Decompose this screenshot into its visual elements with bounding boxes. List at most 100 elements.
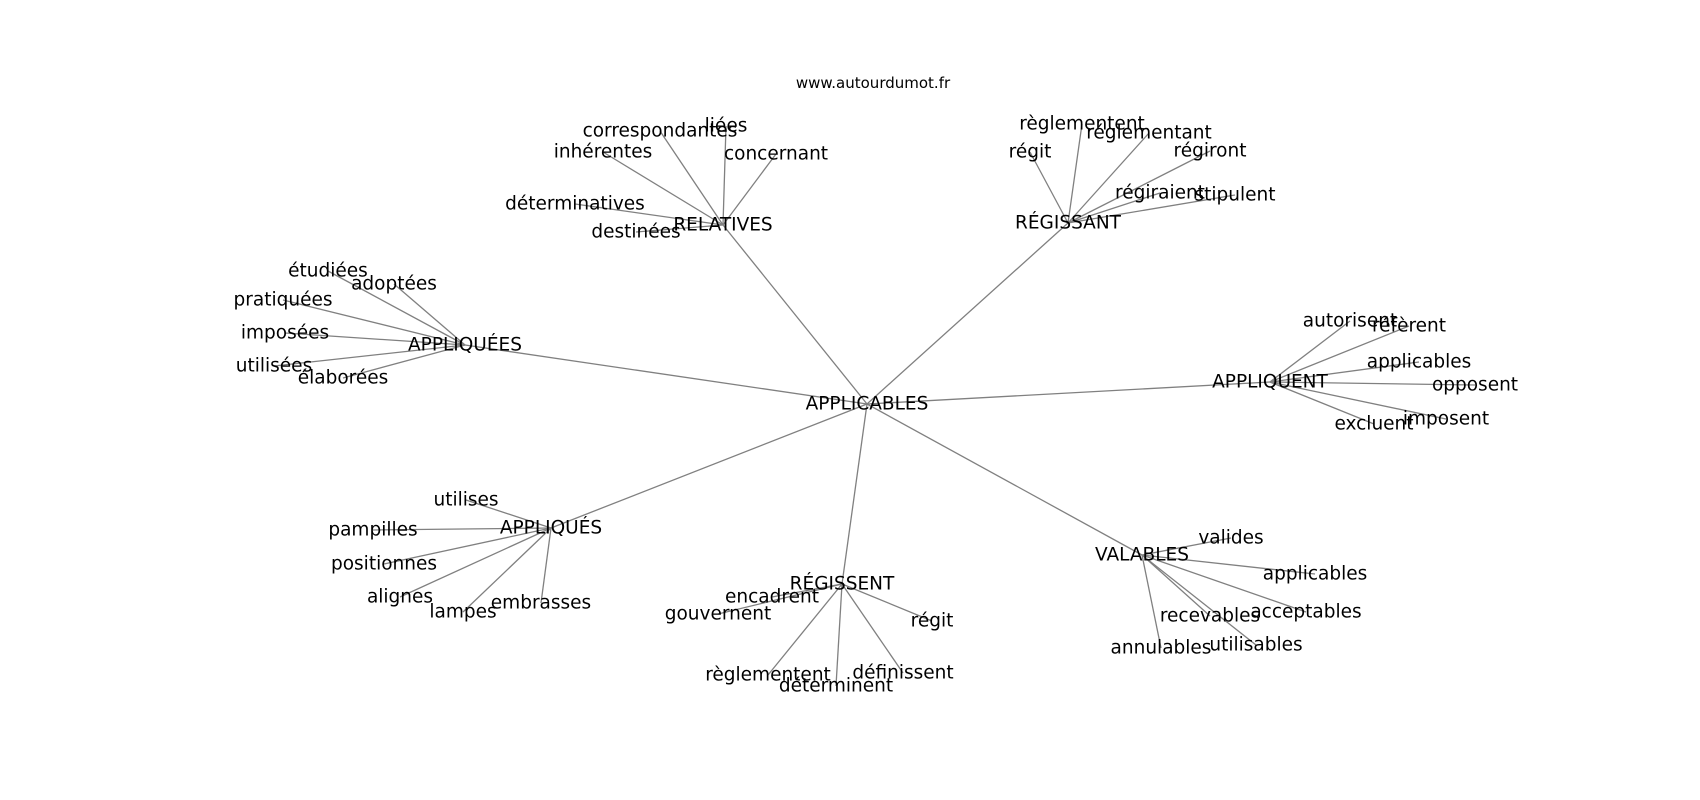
- edge-hub-word: [342, 344, 466, 379]
- hub-word[interactable]: APPLIQUÉS: [500, 517, 602, 539]
- edge-hub-word: [835, 583, 843, 687]
- related-word[interactable]: réglementant: [1086, 123, 1212, 144]
- related-word[interactable]: valides: [1198, 528, 1263, 549]
- center-word[interactable]: APPLICABLES: [806, 394, 929, 415]
- related-word[interactable]: utilises: [433, 490, 498, 511]
- edge-hub-word: [659, 130, 724, 226]
- edge-hub-word: [1067, 192, 1161, 224]
- related-word[interactable]: déterminatives: [505, 194, 645, 215]
- hub-word[interactable]: RÉGISSANT: [1015, 212, 1122, 234]
- edge-hub-word: [1141, 554, 1316, 575]
- edge-center-hub: [866, 381, 1271, 405]
- edge-center-hub: [841, 403, 868, 585]
- edge-hub-word: [1269, 325, 1410, 383]
- hub-word[interactable]: APPLIQUENT: [1212, 372, 1328, 393]
- related-word[interactable]: pampilles: [328, 520, 417, 541]
- edge-hub-word: [1067, 123, 1083, 224]
- edge-hub-word: [1141, 554, 1307, 613]
- edge-hub-word: [393, 283, 466, 346]
- related-word[interactable]: adoptées: [351, 274, 437, 295]
- edge-hub-word: [372, 527, 552, 531]
- hub-word[interactable]: APPLIQUÉES: [408, 334, 522, 356]
- related-word[interactable]: lampes: [429, 602, 496, 623]
- related-word[interactable]: imposées: [241, 323, 329, 344]
- edge-hub-word: [1269, 320, 1351, 383]
- related-word[interactable]: stipulent: [1194, 185, 1275, 206]
- edges: [273, 123, 1476, 687]
- related-word[interactable]: liées: [705, 116, 748, 137]
- related-word[interactable]: embrasses: [491, 593, 591, 614]
- related-word[interactable]: correspondantes: [583, 121, 738, 142]
- related-word[interactable]: régit: [1009, 142, 1052, 163]
- related-word[interactable]: applicables: [1367, 352, 1472, 373]
- edge-hub-word: [635, 224, 724, 233]
- edge-hub-word: [399, 527, 552, 598]
- edge-hub-word: [540, 527, 552, 604]
- related-word[interactable]: autorisent: [1303, 311, 1397, 332]
- related-word[interactable]: élaborées: [298, 368, 389, 389]
- edge-hub-word: [841, 583, 933, 622]
- related-word[interactable]: régit: [911, 611, 954, 632]
- edge-hub-word: [465, 499, 552, 529]
- related-word[interactable]: positionnes: [331, 554, 437, 575]
- related-word[interactable]: imposent: [1403, 409, 1489, 430]
- site-credit: www.autourdumot.fr: [796, 74, 951, 92]
- hub-word[interactable]: RÉGISSENT: [790, 573, 895, 595]
- edge-hub-word: [767, 583, 843, 676]
- edge-hub-word: [1269, 381, 1476, 386]
- related-word[interactable]: définissent: [852, 663, 953, 684]
- related-word[interactable]: inhérentes: [554, 142, 653, 163]
- edge-hub-word: [1141, 554, 1162, 649]
- related-word[interactable]: alignes: [367, 587, 433, 608]
- related-word[interactable]: encadrent: [725, 587, 819, 608]
- related-word[interactable]: annulables: [1111, 638, 1212, 659]
- edge-hub-word: [273, 344, 466, 367]
- related-word[interactable]: règlementent: [705, 665, 831, 686]
- edge-center-hub: [464, 344, 868, 405]
- related-word[interactable]: destinées: [591, 222, 680, 243]
- edge-hub-word: [722, 125, 727, 226]
- edge-hub-word: [282, 299, 466, 346]
- edge-hub-word: [574, 203, 724, 226]
- related-word[interactable]: utilisables: [1209, 635, 1302, 656]
- edge-hub-word: [1067, 150, 1211, 224]
- edge-hub-word: [1269, 381, 1447, 420]
- related-word[interactable]: applicables: [1263, 564, 1368, 585]
- hub-word[interactable]: RELATIVES: [673, 215, 772, 236]
- related-word[interactable]: étudiées: [288, 261, 368, 282]
- edge-hub-word: [327, 270, 466, 346]
- edge-hub-word: [1141, 537, 1232, 556]
- related-word[interactable]: pratiquées: [234, 290, 333, 311]
- related-word[interactable]: règlementent: [1019, 114, 1145, 135]
- related-word[interactable]: excluent: [1334, 414, 1413, 435]
- edge-hub-word: [602, 151, 724, 226]
- edge-center-hub: [866, 222, 1069, 405]
- edge-hub-word: [284, 332, 466, 346]
- edge-hub-word: [1269, 381, 1375, 425]
- related-word[interactable]: recevables: [1160, 606, 1260, 627]
- edge-hub-word: [1141, 554, 1211, 617]
- edge-hub-word: [1029, 151, 1069, 224]
- edge-hub-word: [1067, 194, 1236, 224]
- edge-hub-word: [1141, 554, 1257, 646]
- related-word[interactable]: acceptables: [1250, 602, 1361, 623]
- edge-hub-word: [717, 583, 843, 615]
- related-word[interactable]: utilisées: [236, 356, 312, 377]
- edge-center-hub: [550, 403, 868, 529]
- edge-hub-word: [462, 527, 552, 613]
- word-labels: APPLICABLES RELATIVES liéescorrespondantes…: [234, 114, 1519, 697]
- edge-hub-word: [1269, 361, 1420, 383]
- related-word[interactable]: déterminent: [779, 676, 893, 697]
- edge-center-hub: [722, 224, 868, 405]
- edge-hub-word: [841, 583, 904, 674]
- related-word[interactable]: opposent: [1432, 375, 1518, 396]
- related-word[interactable]: réfèrent: [1372, 316, 1446, 337]
- hub-word[interactable]: VALABLES: [1095, 545, 1189, 566]
- related-word[interactable]: concernant: [724, 144, 828, 165]
- edge-hub-word: [383, 527, 552, 565]
- related-word[interactable]: gouvernent: [665, 604, 771, 625]
- related-word[interactable]: régiront: [1174, 141, 1247, 162]
- edge-hub-word: [1067, 132, 1150, 224]
- related-word[interactable]: régiraient: [1115, 183, 1205, 204]
